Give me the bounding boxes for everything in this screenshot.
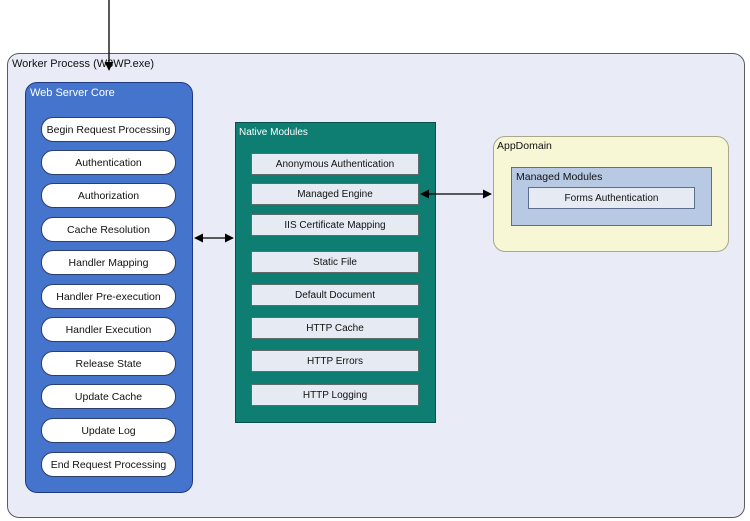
- native-modules-title: Native Modules: [239, 127, 308, 138]
- module-managed-engine: Managed Engine: [251, 183, 419, 205]
- step-begin-request-processing: Begin Request Processing: [41, 117, 176, 142]
- web-server-core-title: Web Server Core: [30, 87, 115, 99]
- managed-modules-title: Managed Modules: [516, 171, 603, 183]
- module-static-file: Static File: [251, 251, 419, 273]
- step-authentication: Authentication: [41, 150, 176, 175]
- step-release-state: Release State: [41, 351, 176, 376]
- step-update-cache: Update Cache: [41, 384, 176, 409]
- step-cache-resolution: Cache Resolution: [41, 217, 176, 242]
- step-update-log: Update Log: [41, 418, 176, 443]
- module-http-cache: HTTP Cache: [251, 317, 419, 339]
- step-handler-mapping: Handler Mapping: [41, 250, 176, 275]
- step-authorization: Authorization: [41, 183, 176, 208]
- module-default-document: Default Document: [251, 284, 419, 306]
- module-iis-certificate-mapping: IIS Certificate Mapping: [251, 214, 419, 236]
- module-anonymous-authentication: Anonymous Authentication: [251, 153, 419, 175]
- appdomain-title: AppDomain: [497, 140, 552, 152]
- module-http-logging: HTTP Logging: [251, 384, 419, 406]
- module-forms-authentication: Forms Authentication: [528, 187, 695, 209]
- module-http-errors: HTTP Errors: [251, 350, 419, 372]
- step-handler-execution: Handler Execution: [41, 317, 176, 342]
- step-end-request-processing: End Request Processing: [41, 452, 176, 477]
- step-handler-pre-execution: Handler Pre-execution: [41, 284, 176, 309]
- worker-process-title: Worker Process (W3WP.exe): [12, 58, 155, 70]
